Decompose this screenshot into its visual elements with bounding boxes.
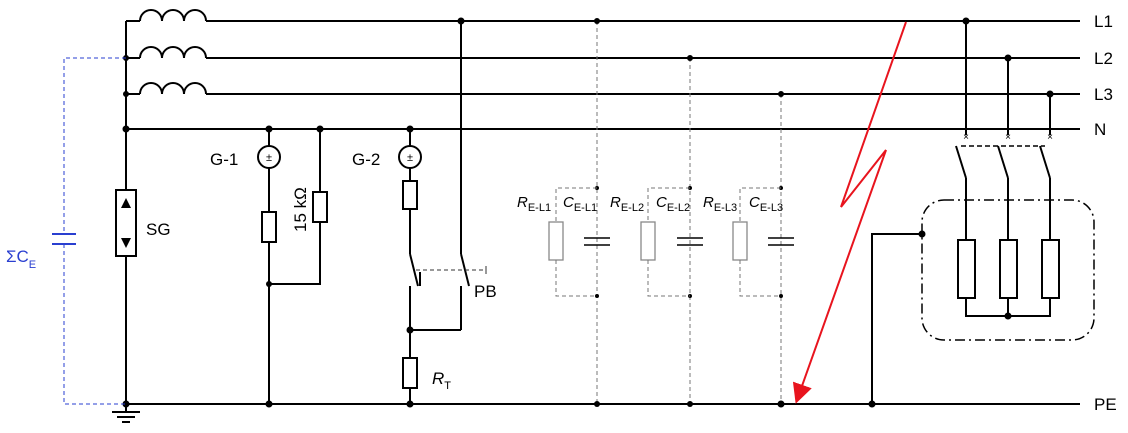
label-r-e-l3-sub: E-L3: [714, 202, 737, 214]
svg-text:RE-L1: RE-L1: [517, 194, 551, 214]
label-r-e-l2: R: [610, 194, 621, 211]
svg-text:RE-L3: RE-L3: [703, 194, 737, 214]
label-rt-sub: T: [444, 380, 451, 392]
svg-text:±: ±: [407, 152, 413, 164]
label-r-e-l2-sub: E-L2: [621, 202, 644, 214]
label-l3: L3: [1094, 85, 1113, 104]
inductor-l1: [139, 9, 207, 22]
resistor-rt-icon: [402, 357, 418, 389]
label-r-e-l1-sub: E-L1: [528, 202, 551, 214]
total-capacitance-icon: [52, 57, 126, 405]
g2-branch: ±: [398, 17, 487, 408]
label-sg: SG: [146, 220, 171, 239]
label-r-e-l3: R: [703, 194, 714, 211]
svg-text:RE-L2: RE-L2: [610, 194, 644, 214]
svg-text:CE-L1: CE-L1: [563, 194, 597, 214]
label-g2: G-2: [352, 150, 380, 169]
svg-text:×: ×: [963, 132, 969, 143]
label-sum-ce-sub: E: [29, 259, 36, 271]
svg-text:±: ±: [266, 152, 272, 164]
svg-text:×: ×: [1005, 132, 1011, 143]
label-pe: PE: [1094, 395, 1117, 414]
label-n: N: [1094, 120, 1106, 139]
label-rt: R: [432, 369, 444, 388]
insulation-l2: [640, 55, 703, 407]
insulation-l3: [732, 91, 794, 408]
label-l1: L1: [1094, 12, 1113, 31]
label-pb: PB: [474, 282, 497, 301]
bus-lines: [126, 20, 1080, 405]
ground-icon: [112, 404, 140, 423]
label-sum-ce: ΣC: [6, 247, 29, 266]
g1-branch: ±: [257, 125, 328, 408]
svg-text:RT: RT: [432, 369, 451, 392]
svg-text:×: ×: [1047, 132, 1053, 143]
svg-text:CE-L2: CE-L2: [656, 194, 690, 214]
insulation-l1: [548, 18, 610, 407]
label-l2: L2: [1094, 49, 1113, 68]
label-c-e-l3-sub: E-L3: [760, 202, 783, 214]
svg-text:CE-L3: CE-L3: [749, 194, 783, 214]
inductor-l3: [139, 82, 207, 95]
three-phase-load: × × ×: [868, 17, 1095, 408]
label-g1: G-1: [210, 150, 238, 169]
label-c-e-l1-sub: E-L1: [574, 202, 597, 214]
inductor-l2: [139, 46, 207, 59]
label-c-e-l3: C: [749, 194, 760, 211]
label-c-e-l2: C: [656, 194, 667, 211]
resistor-15k-icon: [312, 191, 328, 223]
label-15k: 15 kΩ: [291, 187, 310, 232]
label-c-e-l1: C: [563, 194, 574, 211]
fault-arrow: [792, 21, 907, 404]
label-c-e-l2-sub: E-L2: [667, 202, 690, 214]
svg-text:ΣCE: ΣCE: [6, 247, 36, 271]
label-r-e-l1: R: [517, 194, 528, 211]
surge-arrester-sg: [115, 189, 137, 257]
